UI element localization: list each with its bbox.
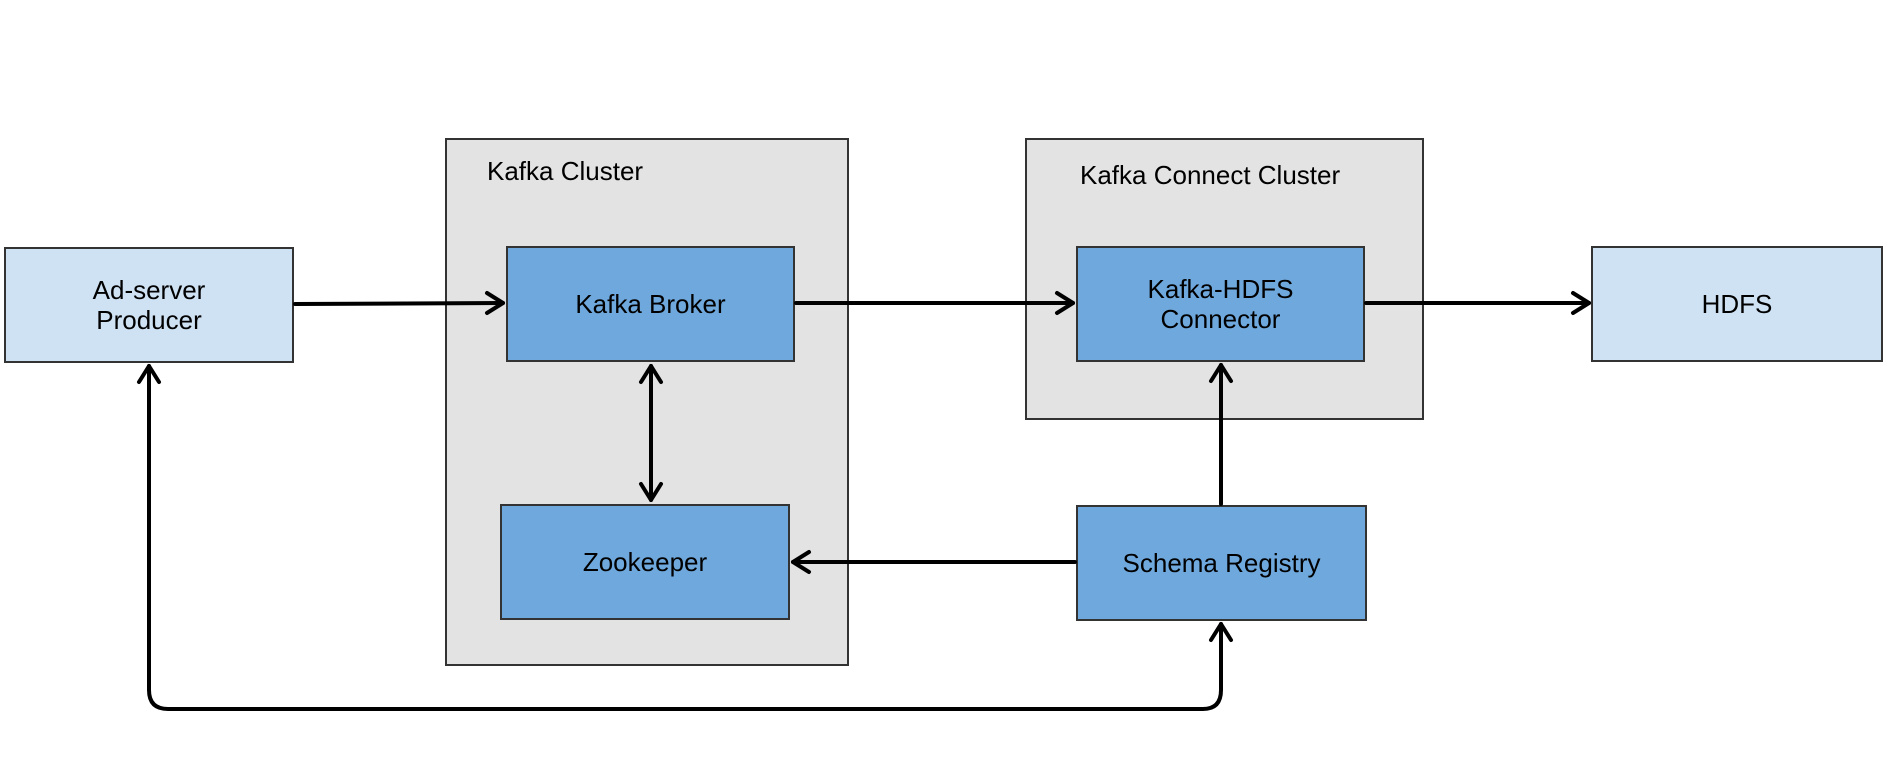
kafka-hdfs-connector-label: Kafka-HDFS Connector: [1147, 274, 1294, 334]
kafka-broker-node: Kafka Broker: [506, 246, 795, 362]
ad-server-producer-label: Ad-server Producer: [92, 275, 206, 335]
arrowhead-connector-to-hdfs: [1571, 291, 1591, 315]
zookeeper-label: Zookeeper: [582, 547, 708, 577]
kafka-cluster-title: Kafka Cluster: [487, 156, 644, 186]
hdfs-node: HDFS: [1591, 246, 1883, 362]
arrowhead-loop-schema: [1209, 622, 1233, 642]
kafka-connect-cluster-title: Kafka Connect Cluster: [1080, 160, 1341, 190]
schema-registry-node: Schema Registry: [1076, 505, 1367, 621]
zookeeper-node: Zookeeper: [500, 504, 790, 620]
schema-registry-label: Schema Registry: [1122, 548, 1321, 578]
kafka-hdfs-connector-node: Kafka-HDFS Connector: [1076, 246, 1365, 362]
kafka-broker-label: Kafka Broker: [575, 289, 726, 319]
hdfs-label: HDFS: [1701, 289, 1773, 319]
ad-server-producer-node: Ad-server Producer: [4, 247, 294, 363]
arrowhead-loop-producer: [137, 364, 161, 384]
